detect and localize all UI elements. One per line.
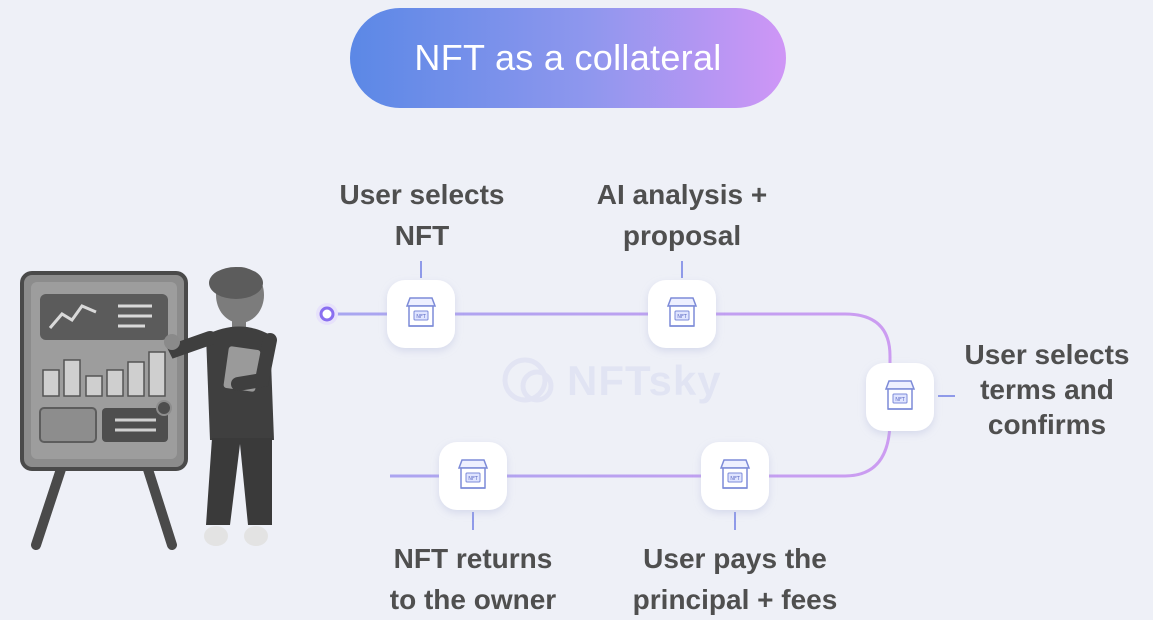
label-select-terms: User selects terms and confirms bbox=[956, 337, 1138, 442]
svg-text:NFT: NFT bbox=[468, 476, 479, 482]
nft-shop-icon: NFT bbox=[884, 380, 916, 410]
svg-text:NFT: NFT bbox=[416, 314, 427, 320]
svg-text:NFT: NFT bbox=[677, 314, 688, 320]
label-line: to the owner bbox=[389, 584, 557, 615]
node-ai-analysis: NFT bbox=[648, 280, 716, 348]
label-pays-principal: User pays the principal + fees bbox=[615, 538, 855, 620]
svg-text:NFT: NFT bbox=[730, 476, 741, 482]
label-line: User selects bbox=[964, 339, 1130, 370]
label-select-nft: User selects NFT bbox=[322, 174, 522, 256]
nft-shop-icon: NFT bbox=[457, 459, 489, 489]
node-pays-principal: NFT bbox=[701, 442, 769, 510]
label-line: confirms bbox=[987, 409, 1107, 440]
label-line: AI analysis + bbox=[596, 179, 768, 210]
node-select-nft: NFT bbox=[387, 280, 455, 348]
label-line: terms and bbox=[980, 374, 1114, 405]
label-line: User pays the bbox=[643, 543, 827, 574]
watermark-text: NFTsky bbox=[567, 357, 722, 404]
label-nft-returns: NFT returns to the owner bbox=[363, 538, 583, 620]
title-pill: NFT as a collateral bbox=[350, 8, 786, 108]
nft-shop-icon: NFT bbox=[719, 459, 751, 489]
node-select-terms: NFT bbox=[866, 363, 934, 431]
label-line: proposal bbox=[622, 220, 742, 251]
label-line: User selects bbox=[339, 179, 505, 210]
label-line: principal + fees bbox=[632, 584, 838, 615]
svg-text:NFT: NFT bbox=[895, 397, 906, 403]
nft-shop-icon: NFT bbox=[666, 297, 698, 327]
page-title: NFT as a collateral bbox=[414, 37, 722, 78]
flow-start-dot bbox=[316, 303, 338, 325]
label-line: NFT returns bbox=[393, 543, 553, 574]
cloud-logo-icon bbox=[502, 357, 554, 403]
label-ai-analysis: AI analysis + proposal bbox=[567, 174, 797, 256]
presenter-illustration bbox=[20, 267, 277, 550]
watermark: NFTsky bbox=[497, 352, 722, 410]
node-nft-returns: NFT bbox=[439, 442, 507, 510]
label-line: NFT bbox=[394, 220, 450, 251]
nft-shop-icon: NFT bbox=[405, 297, 437, 327]
